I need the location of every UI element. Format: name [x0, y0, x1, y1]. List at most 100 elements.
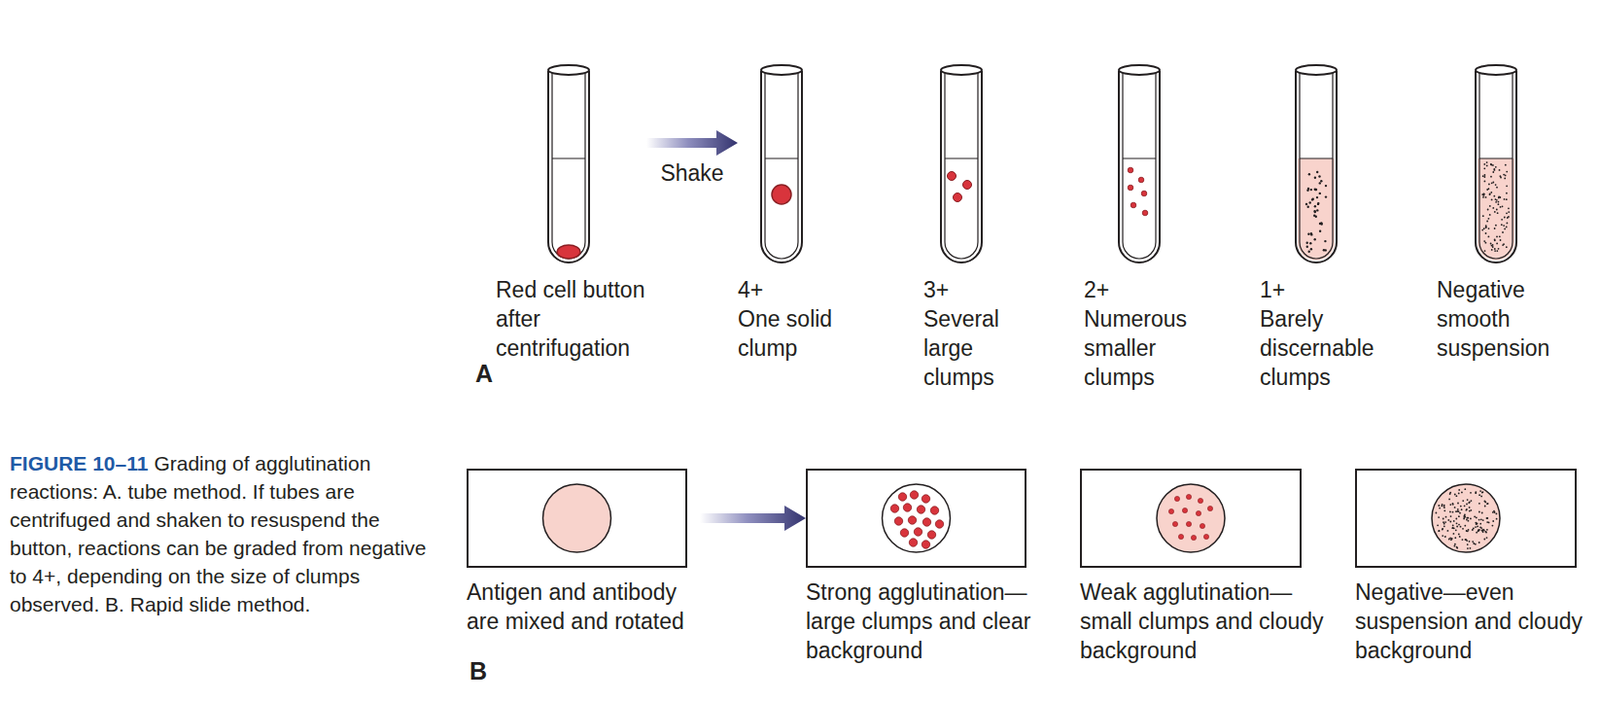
cell-dot [1484, 530, 1487, 533]
cell-dot [1489, 213, 1492, 216]
cell-dot [1443, 509, 1446, 512]
cell-dot [1494, 511, 1496, 514]
cell-dot [1492, 207, 1495, 209]
cell-dot [1468, 506, 1471, 509]
liquid-surface [765, 157, 799, 159]
cell-dot [1436, 523, 1439, 526]
cell-dot [1495, 186, 1498, 189]
cell-dot [1463, 516, 1466, 519]
large-clump [922, 518, 931, 526]
cell-dot [1482, 519, 1485, 522]
cell-dot [1481, 512, 1484, 515]
cell-dot [1455, 510, 1458, 513]
description-label: Weak agglutination—small clumps and clou… [1079, 577, 1335, 665]
small-clump [1185, 493, 1191, 499]
drop-circle [1156, 484, 1225, 553]
large-clump [900, 528, 908, 537]
cell-dot [1472, 527, 1475, 530]
tube-rim [1295, 65, 1337, 75]
small-clump [1172, 521, 1178, 526]
cell-dot [1441, 534, 1444, 537]
cell-dot [1320, 179, 1322, 182]
cell-dot [1497, 203, 1500, 206]
cell-dot [1310, 247, 1313, 250]
cell-dot [1313, 209, 1316, 212]
cell-dot [1502, 173, 1505, 176]
cell-dot [1488, 521, 1491, 524]
cell-dot [1497, 196, 1500, 199]
slide-drop [468, 470, 686, 566]
description-label: One solid clump [737, 304, 860, 363]
cell-dot [1461, 538, 1464, 541]
cell-dot [1484, 501, 1487, 504]
cell-dot [1310, 188, 1313, 191]
tube-wall [761, 70, 802, 263]
cell-dot [1320, 221, 1322, 224]
cell-dot [1306, 242, 1309, 244]
cell-dot [1495, 166, 1497, 169]
tube-inner-wall [1299, 72, 1333, 259]
cell-dot [1494, 239, 1496, 242]
cell-dot [1485, 242, 1488, 244]
grade-label: 4+ [737, 275, 860, 305]
test-tube [1471, 61, 1521, 268]
cell-dot [1444, 521, 1447, 523]
cell-dot [1482, 174, 1485, 177]
cell-dot [1474, 490, 1477, 493]
cell-dot [1486, 165, 1489, 168]
large-clump [935, 520, 943, 528]
small-clump [1141, 190, 1148, 197]
cell-dot [1438, 507, 1441, 510]
tube-inner-wall [1479, 72, 1513, 259]
cell-dot [1486, 188, 1489, 191]
cell-dot [1496, 211, 1499, 214]
tube-rim [1118, 65, 1160, 75]
cell-dot [1314, 205, 1317, 208]
cell-dot [1463, 524, 1466, 527]
cell-dot [1507, 215, 1510, 218]
cell-dot [1483, 193, 1486, 196]
cell-dot [1437, 504, 1440, 507]
cell-dot [1477, 528, 1480, 531]
cell-dot [1452, 511, 1455, 514]
cell-dot [1503, 177, 1506, 180]
cell-dot [1491, 181, 1494, 184]
cell-dot [1314, 176, 1317, 179]
tube-liquid [1297, 158, 1335, 261]
grade-label: 1+ [1259, 275, 1396, 305]
small-clump [1130, 202, 1137, 209]
cell-dot [1314, 238, 1317, 241]
cell-dot [1305, 203, 1308, 206]
cell-dot [1482, 214, 1485, 217]
cell-dot [1481, 229, 1484, 232]
slide-drop [1356, 470, 1575, 566]
large-clump [913, 527, 922, 536]
cell-dot [1311, 198, 1314, 201]
cell-dot [1314, 210, 1317, 213]
tube-liquid [942, 158, 980, 261]
cell-dot [1456, 525, 1459, 528]
cell-dot [1500, 223, 1503, 226]
cell-dot [1477, 529, 1480, 532]
tube-rim [940, 65, 982, 75]
cell-dot [1458, 488, 1461, 491]
figure-caption: FIGURE 10–11Grading of agglutination rea… [9, 449, 448, 619]
cell-dot [1450, 515, 1453, 518]
cell-dot [1495, 201, 1497, 204]
cell-dot [1457, 502, 1460, 505]
cell-dot [1492, 243, 1495, 246]
tube-rim [1475, 65, 1517, 75]
cell-dot [1498, 235, 1501, 238]
cell-dot [1435, 512, 1438, 515]
tube-inner-wall [765, 72, 799, 259]
cell-dot [1452, 524, 1455, 527]
cell-dot [1468, 510, 1471, 513]
cell-dot [1478, 493, 1481, 496]
cell-dot [1443, 524, 1446, 527]
cell-dot [1478, 541, 1481, 544]
cell-dot [1438, 529, 1441, 532]
cell-dot [1489, 193, 1492, 196]
cell-dot [1494, 227, 1496, 230]
tube-inner-wall [552, 72, 586, 259]
tube-wall [1118, 70, 1160, 263]
